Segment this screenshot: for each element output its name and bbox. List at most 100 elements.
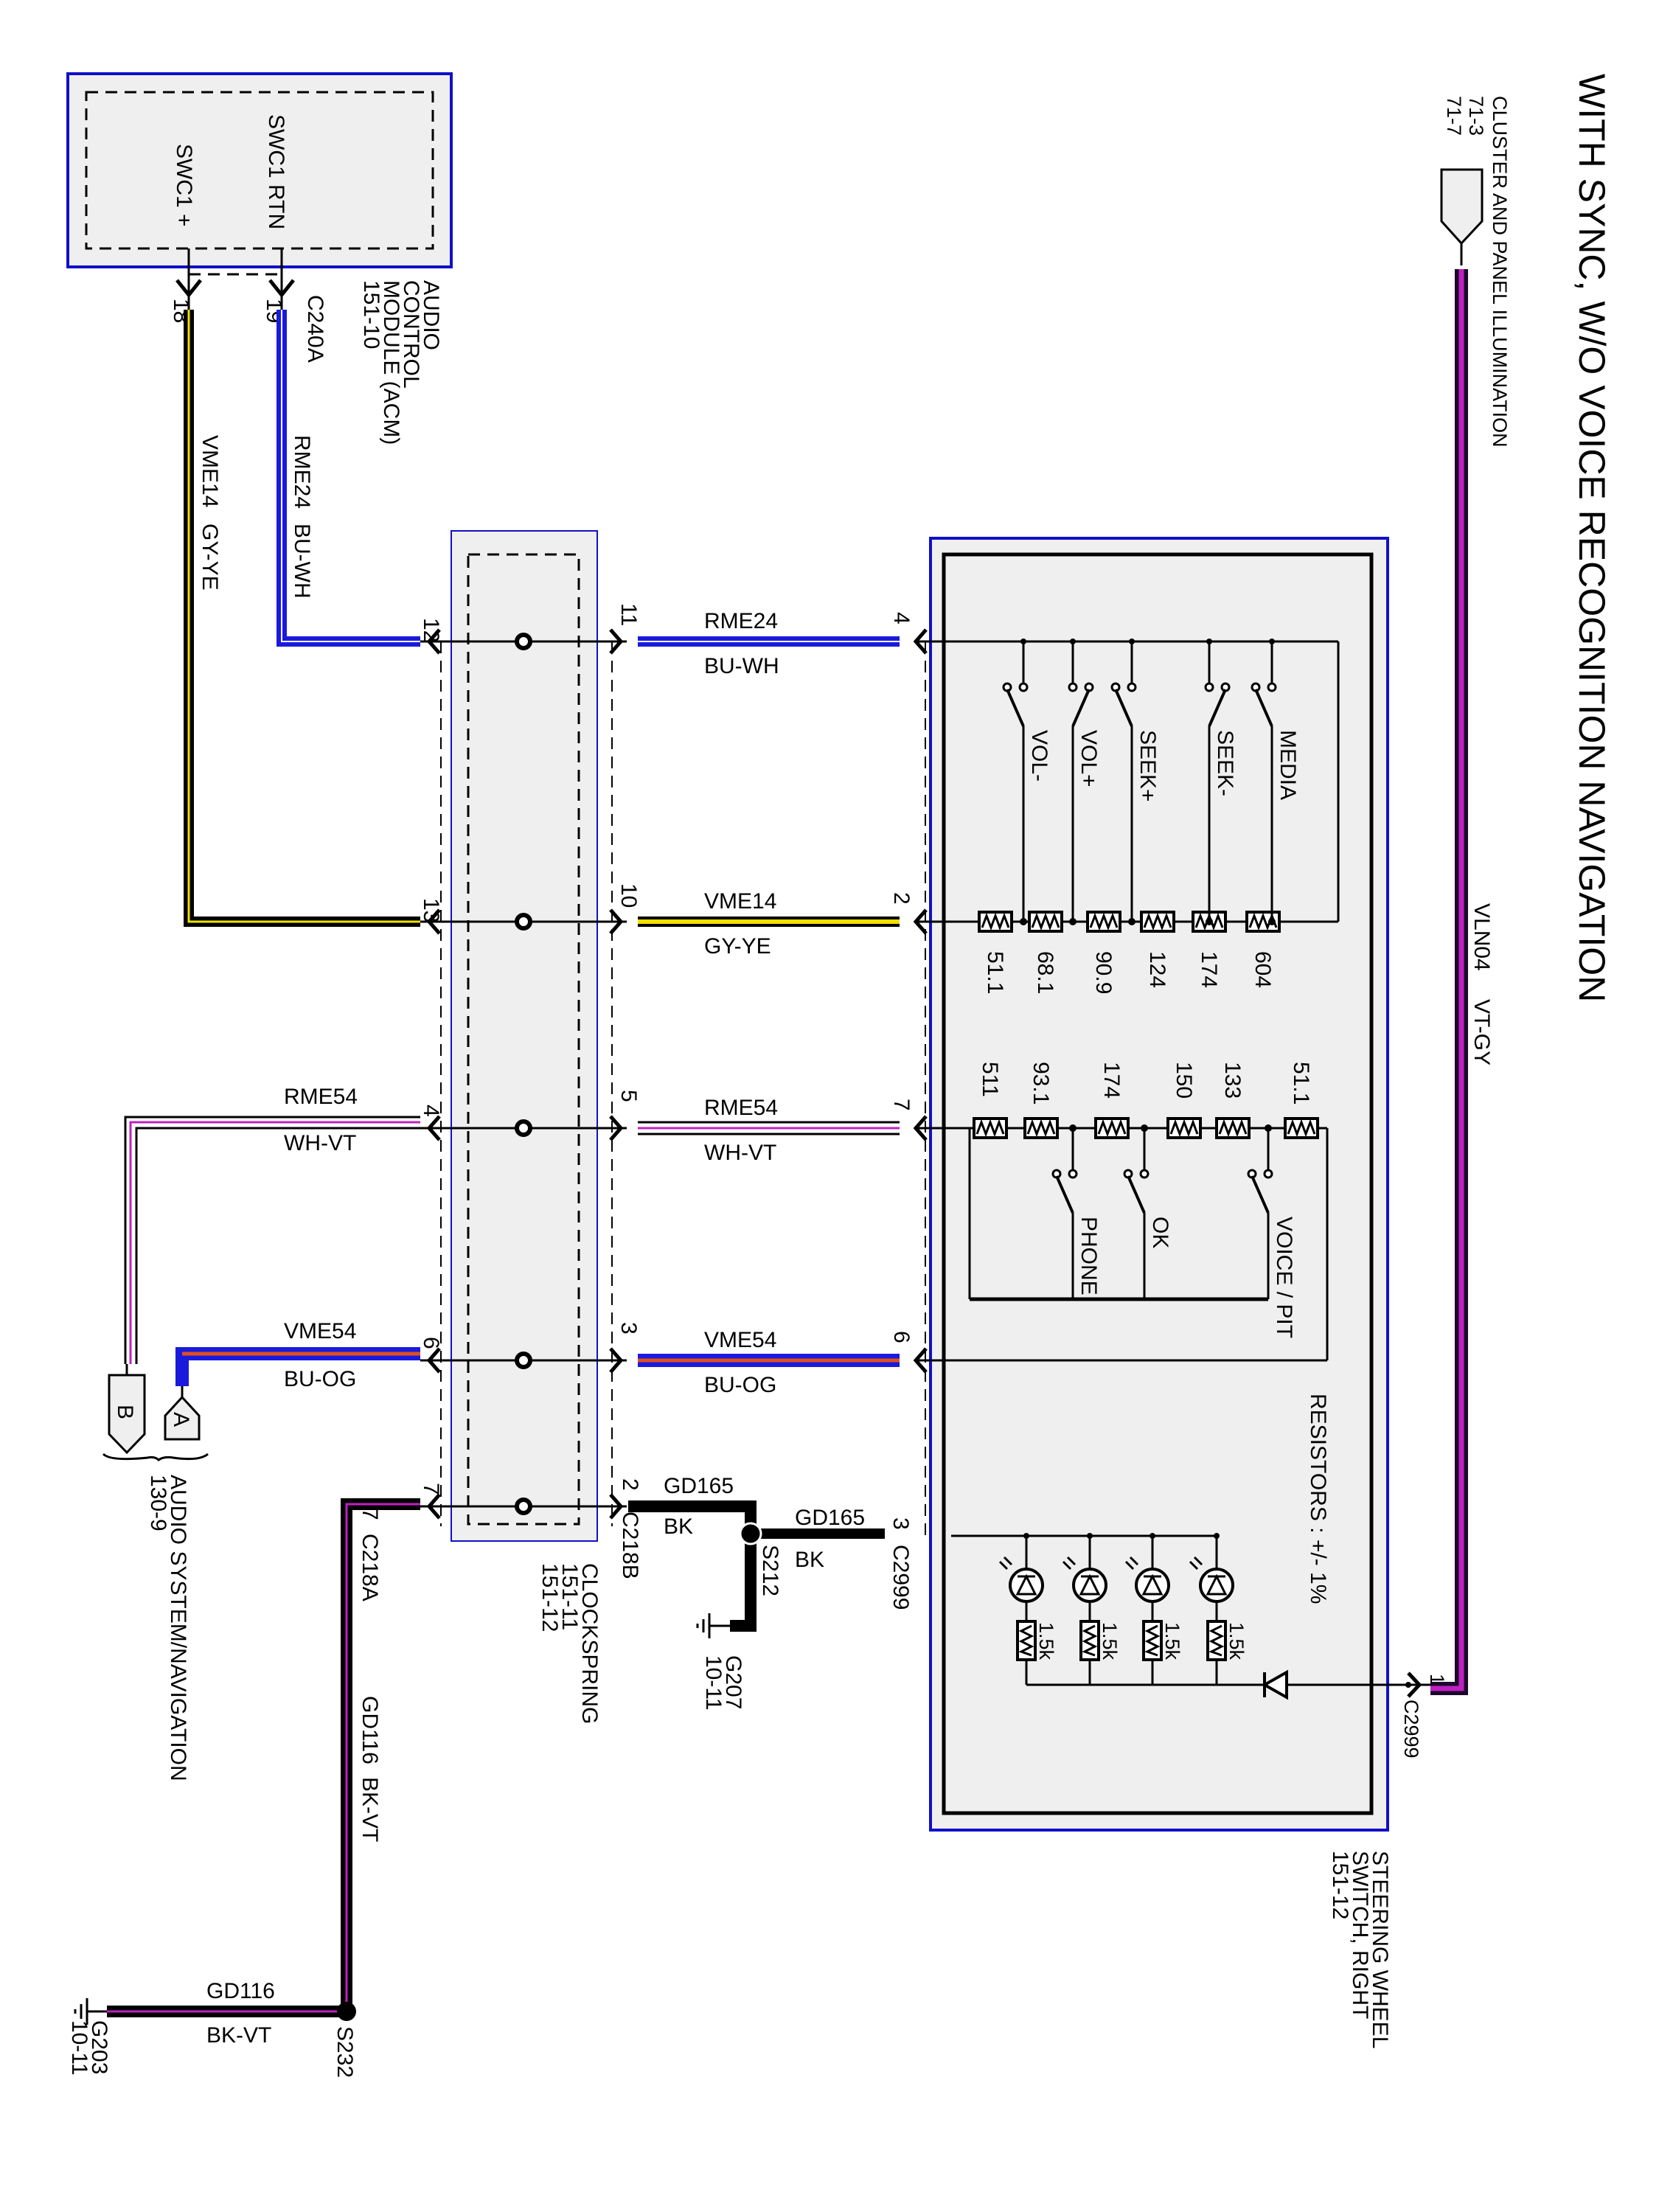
tag-a-label: A: [169, 1412, 193, 1427]
acm-label-2: CONTROL: [399, 280, 423, 389]
resistor-value: 90.9: [1091, 951, 1116, 994]
acm-module: SWC1 RTN SWC1 + AUDIO CONTROL MODULE (AC…: [66, 72, 453, 445]
switch-label: SEEK-: [1213, 730, 1237, 796]
rme24-acm-color: BU-WH: [290, 524, 314, 599]
gd116-v-circuit: GD116: [358, 1696, 382, 1764]
wire-gd165: GD165 BK GD165 BK S212 2 C218B 3 C2999 G…: [618, 1474, 913, 1711]
connector-icon: [609, 1347, 624, 1374]
junction-dot: [1405, 1682, 1411, 1688]
switch-label: MEDIA: [1276, 730, 1300, 800]
resistor-zigzag: [1208, 1624, 1225, 1657]
g207-label: G207: [721, 1655, 745, 1709]
light-rays-icon: [1124, 1556, 1139, 1571]
c2999-label-bottom: C2999: [888, 1545, 913, 1610]
acm-label-4: 151-10: [359, 280, 383, 349]
resistor-tolerance: RESISTORS : +/- 1%: [1306, 1394, 1330, 1604]
c218a-label: C218A: [358, 1534, 382, 1601]
clockspring-contact-icon: [515, 1119, 532, 1137]
clockspring-contact-icon: [515, 633, 532, 650]
resistor-value: 150: [1172, 1062, 1196, 1099]
gd116-pin: 7: [358, 1508, 382, 1520]
wire-vme54-left: VME54 BU-OG: [175, 1319, 420, 1391]
rme54-left-color: WH-VT: [284, 1131, 356, 1155]
wire-vln04: VLN04 VT-GY 1 C2999: [1400, 269, 1494, 1759]
resistor-zigzag: [1018, 1624, 1034, 1657]
diagram-title: WITH SYNC, W/O VOICE RECOGNITION NAVIGAT…: [1571, 74, 1613, 1002]
diode-icon: [1261, 1669, 1288, 1700]
led-diode-glyph: [1206, 1573, 1228, 1596]
led-icon: [1009, 1568, 1044, 1603]
resistor-value: 174: [1197, 951, 1221, 988]
resistor-zigzag: [975, 1119, 1005, 1138]
resistor-zigzag: [1097, 1119, 1127, 1138]
connector-icon: [609, 908, 624, 935]
gd116-h-circuit: GD116: [206, 1979, 275, 2003]
switch-contact-icon: [1139, 1169, 1150, 1179]
resistor-value: 604: [1251, 951, 1275, 988]
resistor-zigzag: [1287, 1119, 1316, 1138]
wire-circuit-label: VME54: [704, 1328, 776, 1352]
pin-left: 6: [419, 1337, 443, 1349]
offpage-tag-b: [108, 1374, 146, 1455]
pin-switch: 7: [889, 1099, 914, 1111]
led-diode-glyph: [1141, 1573, 1164, 1596]
steering-label-2: SWITCH, RIGHT: [1348, 1851, 1372, 2019]
clockspring-label-3: 151-12: [538, 1563, 562, 1632]
switch-contact-icon: [1267, 682, 1277, 692]
acm-label-3: MODULE (ACM): [379, 280, 403, 445]
cluster-label: CLUSTER AND PANEL ILLUMINATION: [1489, 96, 1511, 448]
resistor-value: 51.1: [1289, 1062, 1313, 1105]
s212-label: S212: [758, 1545, 782, 1596]
wire-circuit-label: RME54: [704, 1096, 778, 1120]
resistor-value: 174: [1099, 1062, 1124, 1099]
switch-label: VOL-: [1027, 730, 1051, 782]
cluster-connector: CLUSTER AND PANEL ILLUMINATION 71-3 71-7: [1440, 96, 1511, 448]
wire-rme54-left: RME54 WH-VT: [124, 1085, 420, 1364]
vme14-acm-color: GY-YE: [198, 524, 222, 591]
switch-contact-icon: [1068, 682, 1078, 692]
switch-lever-icon: [1055, 1175, 1074, 1214]
switch-contact-icon: [1263, 1169, 1273, 1179]
c2999-label-top: C2999: [1400, 1700, 1422, 1759]
led-resistor-value: 1.5k: [1099, 1622, 1121, 1660]
c218b-label: C218B: [618, 1512, 642, 1579]
vme14-acm-circuit: VME14: [198, 435, 222, 507]
junction-dot: [1087, 1533, 1093, 1539]
steering-label-3: 151-12: [1328, 1851, 1352, 1919]
led-diode-glyph: [1079, 1573, 1101, 1596]
light-rays-icon: [1189, 1556, 1203, 1571]
audio-system-tags: B A AUDIO SYSTEM/NAVIGATION 130-9: [102, 1364, 209, 1781]
resistor-value: 124: [1145, 951, 1169, 988]
resistor-value: 133: [1220, 1062, 1245, 1099]
switch-lever-icon: [1114, 689, 1133, 727]
pin-left: 12: [419, 618, 443, 642]
gd165-a-color: BK: [664, 1514, 693, 1539]
switch-contact-icon: [1204, 682, 1214, 692]
wire-circuit-label: RME24: [704, 609, 778, 633]
wire-vme14-acm: VME14 GY-YE: [184, 310, 420, 927]
resistor-value: 511: [978, 1062, 1002, 1097]
light-rays-icon: [1062, 1556, 1077, 1571]
connector-icon: [609, 1115, 624, 1141]
clockspring-contact-icon: [515, 1498, 532, 1515]
gd165-pin-cs: 2: [618, 1478, 642, 1491]
connector-icon: [1407, 1672, 1422, 1698]
vln04-color: VT-GY: [1470, 999, 1494, 1065]
connector-icon: [426, 628, 441, 655]
junction-dot: [1214, 1533, 1220, 1539]
vme54-left-circuit: VME54: [284, 1319, 356, 1343]
wire-gd116: 7 C218A GD116 BK-VT GD116 BK-VT S232 G20…: [67, 1498, 420, 2078]
vme54-left-color: BU-OG: [284, 1367, 356, 1391]
resistor-zigzag: [1218, 1119, 1248, 1138]
led-resistor-value: 1.5k: [1035, 1622, 1057, 1660]
led-resistor-value: 1.5k: [1225, 1622, 1248, 1660]
gd165-pin-sw: 3: [888, 1517, 913, 1530]
pin-left: 7: [419, 1483, 443, 1495]
switch-lever-icon: [1254, 689, 1273, 727]
steering-switch-module: RESISTORS : +/- 1% STEERING WHEEL SWITCH…: [925, 537, 1392, 2048]
